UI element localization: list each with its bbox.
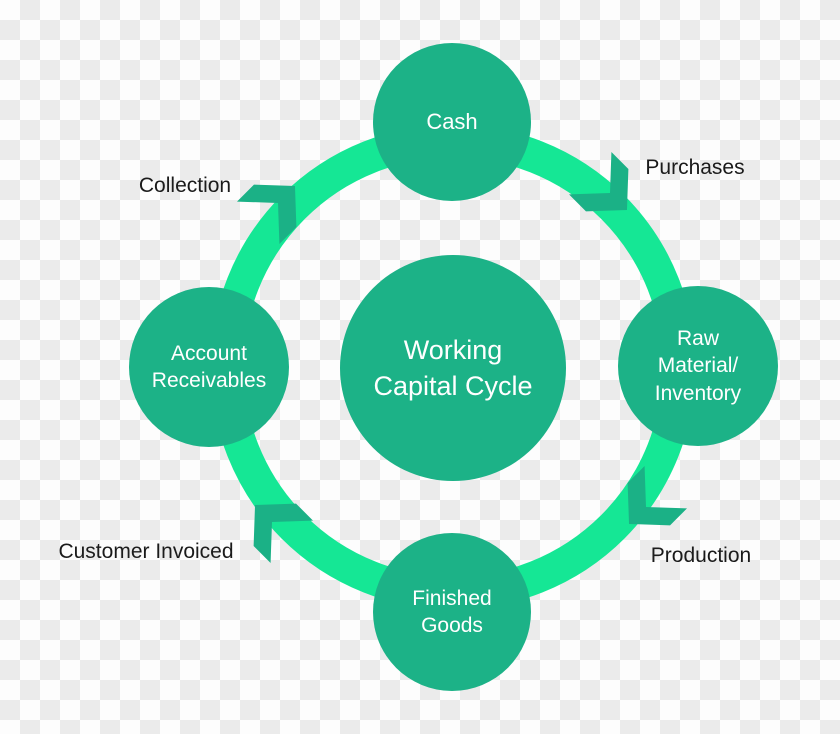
node-account-receivables: Account Receivables: [129, 287, 289, 447]
node-finished-goods-label: Finished Goods: [412, 586, 492, 637]
stage-label-purchases: Purchases: [645, 156, 745, 179]
arrow-chevron-top-right-icon: [568, 151, 629, 212]
node-account-receivables-label: Account Receivables: [151, 341, 267, 392]
stage-label-production: Production: [650, 544, 752, 567]
node-raw-material-inventory: Raw Material/ Inventory: [618, 286, 778, 446]
stage-label-collection: Collection: [138, 174, 232, 197]
stage-label-customer-invoiced: Customer Invoiced: [58, 540, 234, 563]
node-cash: Cash: [373, 43, 531, 201]
node-finished-goods: Finished Goods: [373, 533, 531, 691]
center-node-label: Working Capital Cycle: [373, 334, 533, 401]
center-node-working-capital-cycle: Working Capital Cycle: [340, 255, 566, 481]
node-cash-label: Cash: [426, 108, 478, 134]
arrow-chevron-top-left-icon: [236, 184, 297, 245]
arrow-chevron-bottom-left-icon: [253, 503, 314, 564]
node-raw-material-inventory-label: Raw Material/ Inventory: [654, 327, 742, 405]
arrow-chevron-bottom-right-icon: [627, 465, 688, 526]
